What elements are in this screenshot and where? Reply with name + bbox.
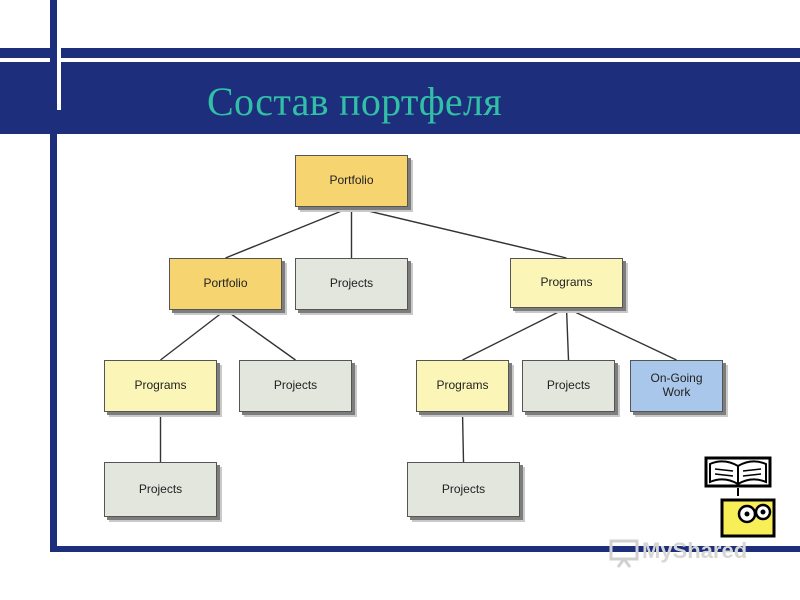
node-label: Projects [273,378,318,393]
edge-programs-l1-ongoing-work [566,307,677,361]
left-bar [50,0,57,552]
edge-programs-l1-programs-l2b [462,307,567,361]
presentation-icon [609,539,639,568]
edge-programs-l1-projects-l2b [565,307,570,361]
edge-programs-l2b-projects-l3b [461,411,465,463]
node-label: Projects [441,481,486,496]
book-icon [704,456,776,538]
node-label: On-Going Work [650,371,703,399]
node-label: Programs [436,378,489,393]
edge-portfolio-sub-projects-l2a [225,309,296,361]
vertical-mark [50,0,57,110]
node-projects-l2a: Projects [239,360,352,412]
bottom-bar [50,546,800,552]
node-projects-l3b: Projects [407,462,520,517]
node-projects-l3a: Projects [104,462,217,517]
node-label: Projects [329,276,374,291]
edge-portfolio-sub-programs-l2a [160,309,226,361]
slide-title: Состав портфеля [207,79,502,124]
vertical-mark-gap [57,0,61,110]
node-label: Programs [540,275,593,290]
edge-portfolio-root-portfolio-sub [225,206,352,259]
node-portfolio-root: Portfolio [295,155,408,207]
node-projects-l2b: Projects [522,360,615,412]
edge-portfolio-root-programs-l1 [351,206,567,259]
node-label: Portfolio [203,276,248,291]
node-programs-l1: Programs [510,258,623,308]
node-label: Projects [138,481,183,496]
top-band [0,48,800,134]
node-label: Projects [546,378,591,393]
top-band-stripe [0,58,800,62]
node-projects-l1: Projects [295,258,408,310]
node-programs-l2b: Programs [416,360,509,412]
node-portfolio-sub: Portfolio [169,258,282,310]
node-label: Portfolio [329,173,374,188]
node-programs-l2a: Programs [104,360,217,412]
node-label: Programs [134,378,187,393]
node-ongoing-work: On-Going Work [630,360,723,412]
watermark-text: MyShared [642,538,748,563]
